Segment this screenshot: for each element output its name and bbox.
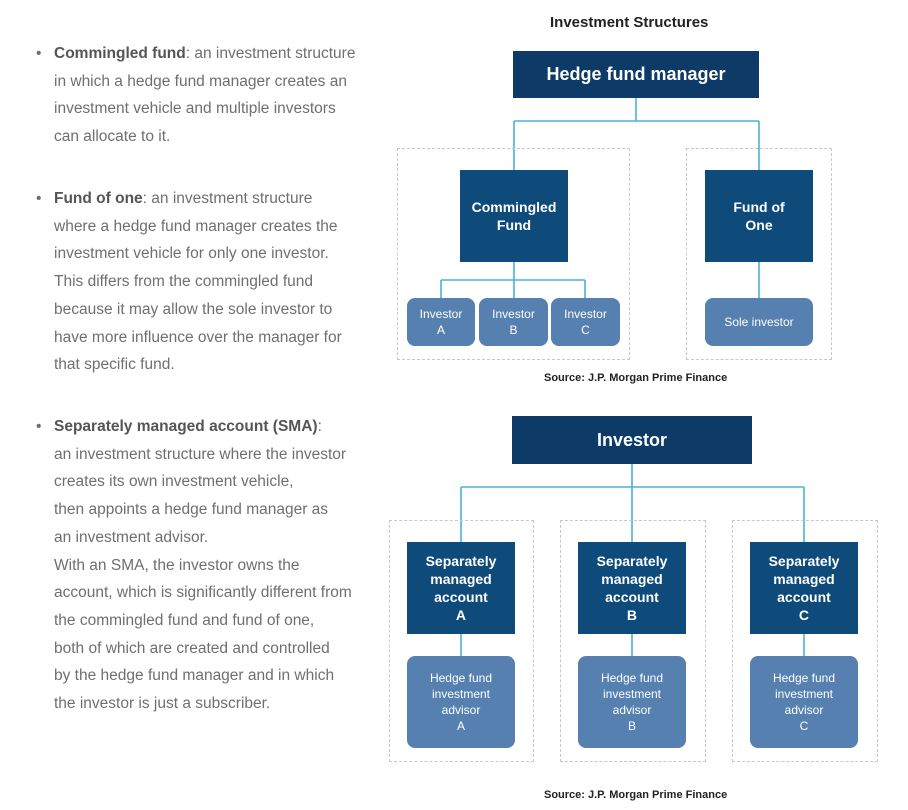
bullet-line: an investment structure where the invest… [54,445,347,463]
fund-of-one-box: Fund of One [705,170,813,262]
sole-investor-box: Sole investor [705,298,813,346]
bullet-line: can allocate to it. [54,128,171,146]
advisor-c-box: Hedge fund investment advisor C [750,656,858,748]
bullet-dot: • [36,45,42,62]
bullet-line: With an SMA, the investor owns the [54,556,300,574]
bullet-dot: • [36,190,42,207]
bullet-line: because it may allow the sole investor t… [54,300,333,318]
bullet-line: investment vehicle for only one investor… [54,245,329,263]
advisor-b-box: Hedge fund investment advisor B [578,656,686,748]
commingled-fund-box: Commingled Fund [460,170,568,262]
bullet-line: account, which is significantly differen… [54,584,352,602]
sma-b-box: Separately managed account B [578,542,686,634]
sma-a-box: Separately managed account A [407,542,515,634]
hedge-fund-manager-box: Hedge fund manager [513,51,759,98]
source-note-bottom: Source: J.P. Morgan Prime Finance [544,789,728,801]
advisor-a-box: Hedge fund investment advisor A [407,656,515,748]
bullet-line: where a hedge fund manager creates the [54,217,338,235]
connector [513,98,760,170]
bullet-line: both of which are created and controlled [54,639,330,657]
sma-a-group-frame [389,520,534,762]
investor-c-box: Investor C [551,298,620,346]
fund-of-one-group-frame [686,148,832,360]
connector [440,262,586,298]
bullet-term: Commingled fund [54,45,186,62]
investor-b-box: Investor B [479,298,548,346]
sma-c-group-frame [732,520,878,762]
diagram-title: Investment Structures [550,14,709,31]
bullet-line: an investment advisor. [54,528,209,546]
bullet-line: creates its own investment vehicle, [54,473,294,491]
source-note-top: Source: J.P. Morgan Prime Finance [544,372,728,384]
bullet-line: investment vehicle and multiple investor… [54,100,336,118]
bullet-term: Fund of one [54,190,143,207]
investor-a-box: Investor A [407,298,475,346]
bullet-line: in which a hedge fund manager creates an [54,72,347,90]
bullet-dot: • [36,418,42,435]
bullet-line: the investor is just a subscriber. [54,695,271,713]
bullet-line: have more influence over the manager for [54,328,342,346]
bullet-line: then appoints a hedge fund manager as [54,501,329,519]
sma-b-group-frame [560,520,706,762]
bullet-line: by the hedge fund manager and in which [54,667,335,685]
commingled-group-frame [397,148,630,360]
investor-box: Investor [512,416,752,464]
sma-c-box: Separately managed account C [750,542,858,634]
bullet-line: This differs from the commingled fund [54,273,314,291]
connector [460,464,805,542]
bullet-term: Separately managed account (SMA) [54,418,318,435]
bullet-line: the commingled fund and fund of one, [54,611,315,629]
connector [460,634,805,656]
bullet-line: : [317,418,322,435]
bullet-line: : an investment structure [142,190,313,207]
bullet-line: : an investment structure [185,45,356,62]
bullet-line: that specific fund. [54,356,175,374]
